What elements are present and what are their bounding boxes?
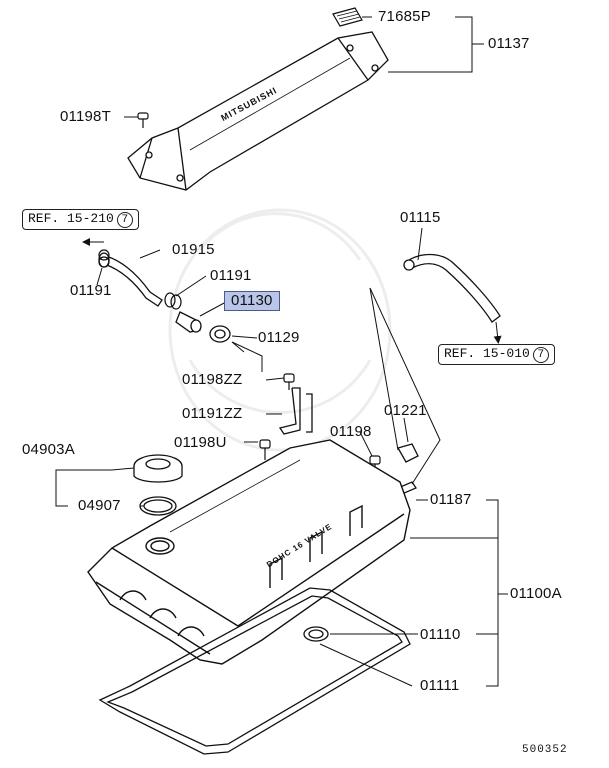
rocker-cover <box>87 439 411 665</box>
reference-text: REF. 15-010 <box>444 346 530 361</box>
leader-lines <box>55 16 508 687</box>
label-01191-top: 01191 <box>210 267 252 284</box>
hose-01115 <box>403 253 501 323</box>
bracket-01191ZZ <box>278 387 313 435</box>
label-01130-highlighted[interactable]: 01130 <box>224 291 280 311</box>
label-01115: 01115 <box>400 209 441 226</box>
spark-plug-seal <box>303 626 329 642</box>
clamp-01191-top <box>164 292 182 310</box>
label-01187: 01187 <box>430 491 472 508</box>
label-01191-left: 01191 <box>70 282 112 299</box>
breather-01221 <box>397 443 419 463</box>
bolt-01198U <box>259 439 271 460</box>
label-01110: 01110 <box>420 626 461 643</box>
document-number: 500352 <box>522 744 568 756</box>
oil-filler-cap <box>133 454 183 483</box>
watermark-logo <box>168 208 392 452</box>
label-04907: 04907 <box>78 497 121 514</box>
clamp-01191-left <box>98 249 110 268</box>
label-01129: 01129 <box>258 329 300 346</box>
rocker-cover-gasket <box>98 587 411 755</box>
label-01198ZZ: 01198ZZ <box>182 371 243 388</box>
label-04903A: 04903A <box>22 441 75 458</box>
label-01198: 01198 <box>330 423 372 440</box>
label-01198T: 01198T <box>60 108 111 125</box>
label-01111: 01111 <box>420 677 460 694</box>
reference-circle-number: 7 <box>532 347 549 363</box>
engine-top-cover <box>127 31 389 191</box>
emblem-plate <box>332 7 363 27</box>
pcv-valve-01130 <box>175 311 202 333</box>
label-01915: 01915 <box>172 241 215 258</box>
label-01198U: 01198U <box>174 434 227 451</box>
label-01137: 01137 <box>488 35 530 52</box>
grommet-01129 <box>209 325 231 343</box>
reference-circle-number: 7 <box>116 212 133 228</box>
reference-text: REF. 15-210 <box>28 211 114 226</box>
cap-gasket <box>139 496 177 516</box>
bolt-01198T <box>137 112 149 128</box>
label-01221: 01221 <box>384 402 427 419</box>
label-01191ZZ: 01191ZZ <box>182 405 243 422</box>
label-71685P: 71685P <box>378 8 431 25</box>
label-01100A: 01100A <box>510 585 562 602</box>
